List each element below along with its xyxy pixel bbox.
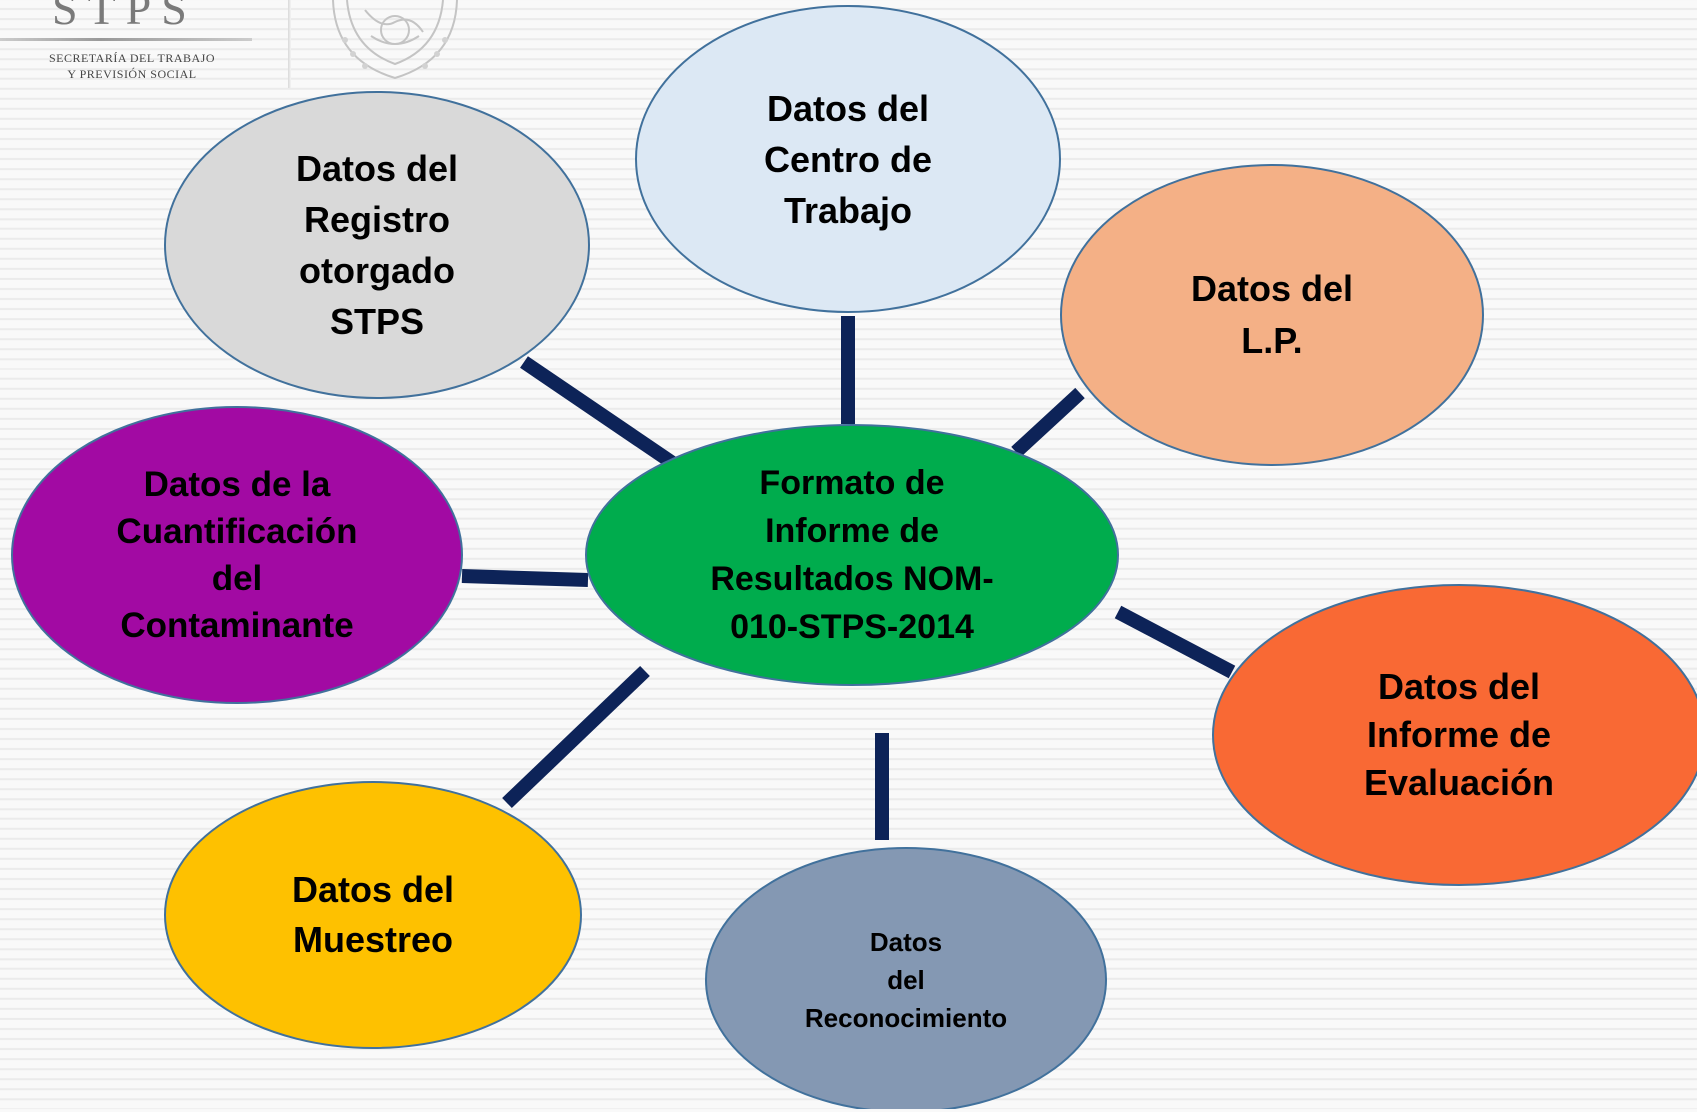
central-node-ellipse xyxy=(585,424,1119,686)
node-muestreo-label: Datos del Muestreo xyxy=(291,869,455,960)
node-reconocimiento-ellipse xyxy=(705,847,1107,1109)
connector-cuantificacion xyxy=(461,569,589,587)
connector-lp xyxy=(1011,387,1085,458)
connector-registro xyxy=(520,356,684,474)
node-centro-trabajo-ellipse xyxy=(635,5,1061,313)
node-informe-evaluacion-label: Datos del Informe de Evaluación xyxy=(1363,666,1555,803)
node-lp-ellipse xyxy=(1060,164,1484,466)
node-registro-ellipse xyxy=(164,91,590,399)
logo-subtitle-line-1: SECRETARÍA DEL TRABAJO xyxy=(48,51,216,65)
logo-rule xyxy=(0,38,252,41)
node-reconocimiento-label: Datos del Reconocimiento xyxy=(804,927,1008,1033)
logo-subtitle-line-2: Y PREVISIÓN SOCIAL xyxy=(67,67,197,81)
connector-informe-evaluacion xyxy=(1114,605,1236,679)
node-informe-evaluacion-ellipse xyxy=(1212,584,1697,886)
connector-muestreo xyxy=(502,665,650,809)
logo-subtitle: SECRETARÍA DEL TRABAJO Y PREVISIÓN SOCIA… xyxy=(34,50,230,82)
node-lp-label: Datos del L.P. xyxy=(1190,268,1354,361)
node-registro-label: Datos del Registro otorgado STPS xyxy=(295,148,459,342)
coat-of-arms-seal xyxy=(332,0,458,80)
node-muestreo-ellipse xyxy=(164,781,582,1049)
node-cuantificacion-label: Datos de la Cuantificación del Contamina… xyxy=(116,465,358,645)
stps-logo: STPS SECRETARÍA DEL TRABAJO Y PREVISIÓN … xyxy=(0,0,300,90)
logo-divider xyxy=(288,0,291,88)
central-node-label: Formato de Informe de Resultados NOM- 01… xyxy=(710,464,994,646)
node-cuantificacion-ellipse xyxy=(11,406,463,704)
node-centro-trabajo-label: Datos del Centro de Trabajo xyxy=(763,87,932,231)
logo-wordmark: STPS xyxy=(52,0,197,34)
